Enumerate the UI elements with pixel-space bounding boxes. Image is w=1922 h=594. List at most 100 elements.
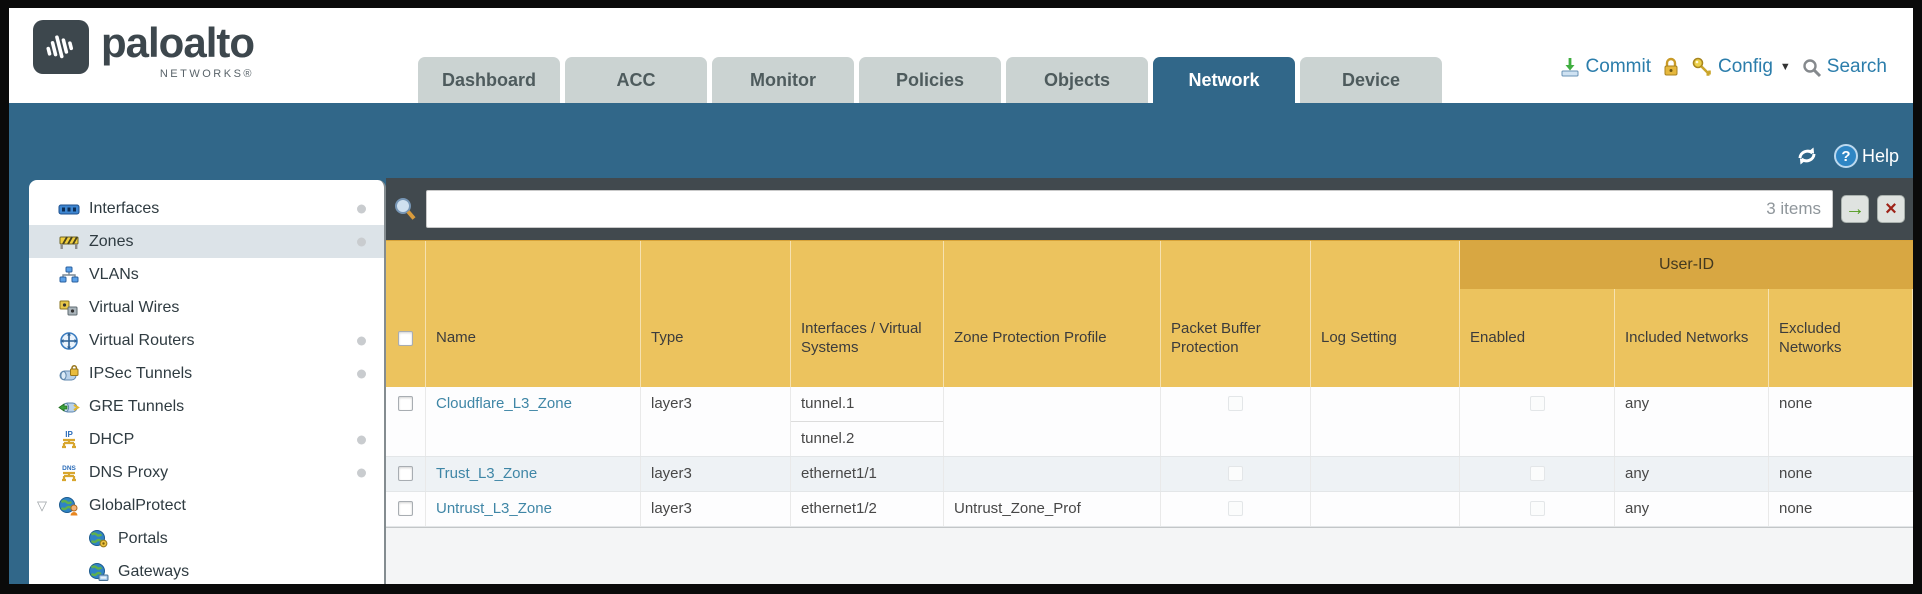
- help-button[interactable]: ? Help: [1833, 144, 1899, 168]
- tab-objects[interactable]: Objects: [1006, 57, 1148, 103]
- filter-input[interactable]: [426, 190, 1833, 228]
- tab-dashboard[interactable]: Dashboard: [418, 57, 560, 103]
- svg-text:DNS: DNS: [62, 465, 76, 472]
- portals-icon: [86, 529, 110, 549]
- column-group-user-id: User-ID: [1460, 241, 1913, 289]
- apply-filter-button[interactable]: →: [1841, 195, 1869, 223]
- column-header-interfaces[interactable]: Interfaces / Virtual Systems: [791, 241, 944, 387]
- row-select-checkbox[interactable]: [398, 466, 413, 481]
- sidebar-item-label: Zones: [89, 232, 134, 250]
- cell-packet-buffer-protection: [1161, 457, 1311, 491]
- refresh-icon[interactable]: [1794, 145, 1820, 167]
- header-actions: Commit Config ▼ Search: [1559, 56, 1887, 78]
- cell-excluded-networks: none: [1779, 465, 1813, 482]
- tab-policies[interactable]: Policies: [859, 57, 1001, 103]
- gre-tunnels-icon: [57, 397, 81, 417]
- interface-entry: tunnel.1: [791, 387, 943, 422]
- sidebar-item-virtual-wires[interactable]: Virtual Wires: [29, 291, 384, 324]
- cell-name: Untrust_L3_Zone: [426, 492, 641, 526]
- content-area: 3 items → × Name Type Interfaces / Virtu…: [386, 178, 1913, 584]
- filter-toolbar: 3 items → ×: [386, 178, 1913, 240]
- cell-packet-buffer-protection: [1161, 492, 1311, 526]
- sidebar-item-vlans[interactable]: VLANs: [29, 258, 384, 291]
- tab-monitor[interactable]: Monitor: [712, 57, 854, 103]
- virtual-wires-icon: [57, 298, 81, 318]
- sidebar-item-gre-tunnels[interactable]: GRE Tunnels: [29, 390, 384, 423]
- sidebar-item-label: GRE Tunnels: [89, 397, 185, 415]
- globalprotect-icon: [57, 496, 81, 516]
- commit-button[interactable]: Commit: [1559, 56, 1651, 78]
- packet-buffer-checkbox: [1228, 466, 1243, 481]
- tab-device[interactable]: Device: [1300, 57, 1442, 103]
- filter-go-icon: →: [1845, 197, 1865, 220]
- sidebar-item-label: Portals: [118, 529, 168, 547]
- item-dot: [357, 204, 366, 213]
- virtual-routers-icon: [57, 331, 81, 351]
- caret-down-icon: ▼: [1779, 61, 1791, 73]
- column-header-type[interactable]: Type: [641, 241, 791, 387]
- logo-brand-text: paloalto: [101, 19, 255, 66]
- config-menu-button[interactable]: Config ▼: [1691, 56, 1791, 78]
- cell-zone-protection-profile: Untrust_Zone_Prof: [944, 492, 1161, 526]
- column-header-zone-protection-profile[interactable]: Zone Protection Profile: [944, 241, 1161, 387]
- sidebar-item-zones[interactable]: Zones: [29, 225, 384, 258]
- zone-name-link[interactable]: Untrust_L3_Zone: [436, 500, 552, 517]
- sidebar-item-interfaces[interactable]: Interfaces: [29, 192, 384, 225]
- search-icon: [1801, 57, 1822, 78]
- sidebar-item-virtual-routers[interactable]: Virtual Routers: [29, 324, 384, 357]
- help-icon: ?: [1833, 144, 1858, 168]
- row-select-checkbox[interactable]: [398, 501, 413, 516]
- logo-sub-text: NETWORKS®: [159, 68, 255, 80]
- column-header-enabled[interactable]: Enabled: [1460, 241, 1615, 387]
- table-row-cloudflare: Cloudflare_L3_Zone layer3 tunnel.1 tunne…: [386, 387, 1913, 457]
- zone-name-link[interactable]: Trust_L3_Zone: [436, 465, 538, 482]
- sidebar-item-dns-proxy[interactable]: DNS DNS Proxy: [29, 456, 384, 489]
- interface-entry: ethernet1/2: [801, 500, 877, 517]
- expander-open-icon[interactable]: ▽: [37, 497, 47, 513]
- clear-filter-button[interactable]: ×: [1877, 195, 1905, 223]
- tab-acc[interactable]: ACC: [565, 57, 707, 103]
- tab-network[interactable]: Network: [1153, 57, 1295, 103]
- title-band: ? Help: [9, 103, 1913, 178]
- zone-name-link[interactable]: Cloudflare_L3_Zone: [436, 395, 572, 412]
- sidebar-item-label: DHCP: [89, 430, 135, 448]
- row-select-checkbox[interactable]: [398, 396, 413, 411]
- paloalto-logo: paloalto NETWORKS®: [33, 19, 255, 81]
- config-icon: [1691, 56, 1713, 78]
- global-search-button[interactable]: Search: [1801, 56, 1887, 78]
- cell-excluded-networks: none: [1779, 500, 1813, 517]
- column-header-included-networks[interactable]: Included Networks: [1615, 241, 1769, 387]
- help-glyph: ?: [1841, 147, 1851, 165]
- item-dot: [357, 435, 366, 444]
- sidebar-item-dhcp[interactable]: IP DHCP: [29, 423, 384, 456]
- column-header-packet-buffer-protection[interactable]: Packet Buffer Protection: [1161, 241, 1311, 387]
- network-sidebar: Interfaces Zones VLANs Virtual Wires Vir…: [29, 180, 386, 584]
- cell-type: layer3: [641, 457, 791, 491]
- sidebar-item-label: Virtual Wires: [89, 298, 180, 316]
- main-tabs: Dashboard ACC Monitor Policies Objects N…: [418, 57, 1442, 103]
- filter-search-icon: [392, 196, 418, 223]
- filter-input-wrap: 3 items: [426, 190, 1833, 228]
- cell-zone-protection-profile: [944, 457, 1161, 491]
- column-header-name[interactable]: Name: [426, 241, 641, 387]
- cell-name: Cloudflare_L3_Zone: [426, 387, 641, 456]
- help-label: Help: [1861, 145, 1899, 166]
- filter-clear-icon: ×: [1885, 197, 1897, 220]
- lock-icon[interactable]: [1661, 56, 1681, 78]
- item-dot: [357, 336, 366, 345]
- sidebar-item-portals[interactable]: Portals: [29, 522, 384, 555]
- sidebar-item-globalprotect[interactable]: ▽ GlobalProtect: [29, 489, 384, 522]
- interface-entry: ethernet1/1: [801, 465, 877, 482]
- sidebar-item-ipsec-tunnels[interactable]: IPSec Tunnels: [29, 357, 384, 390]
- sidebar-item-gateways[interactable]: Gateways: [29, 555, 384, 584]
- sidebar-item-label: Gateways: [118, 562, 190, 580]
- column-header-excluded-networks[interactable]: Excluded Networks: [1769, 241, 1913, 387]
- item-dot: [357, 369, 366, 378]
- sidebar-item-label: Interfaces: [89, 199, 160, 217]
- column-header-log-setting[interactable]: Log Setting: [1311, 241, 1460, 387]
- logo-words: paloalto NETWORKS®: [101, 19, 255, 81]
- cell-included-networks: any: [1615, 492, 1769, 526]
- select-all-checkbox[interactable]: [398, 330, 413, 346]
- interface-entry: tunnel.2: [801, 430, 855, 447]
- items-count: 3 items: [1766, 199, 1821, 218]
